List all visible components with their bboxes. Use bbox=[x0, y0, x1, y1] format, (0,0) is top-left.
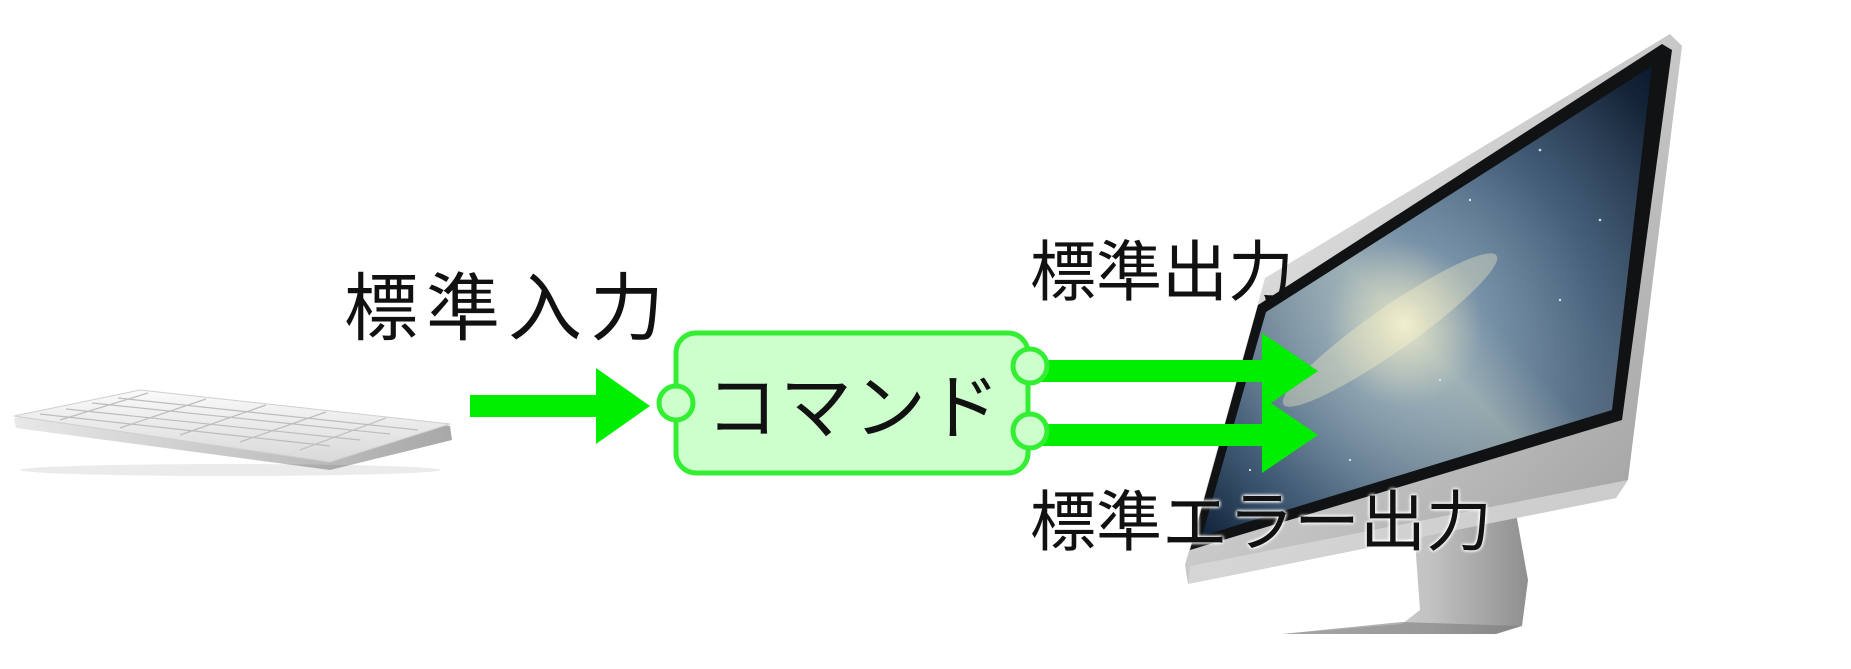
stdout-label: 標準出力 bbox=[1030, 234, 1294, 311]
stdout-port bbox=[1010, 346, 1050, 386]
stderr-label: 標準エラー出力 bbox=[1030, 484, 1492, 561]
stdin-port bbox=[656, 383, 696, 423]
desktop-monitor-icon bbox=[1185, 34, 1682, 634]
keyboard-icon bbox=[13, 389, 452, 476]
stderr-arrow bbox=[1028, 397, 1318, 473]
stdout-arrow bbox=[1028, 333, 1318, 409]
command-label: コマンド bbox=[706, 366, 1003, 450]
stdin-label: 標準入力 bbox=[344, 266, 672, 352]
stderr-port bbox=[1010, 411, 1050, 451]
stdin-arrow bbox=[470, 368, 650, 444]
